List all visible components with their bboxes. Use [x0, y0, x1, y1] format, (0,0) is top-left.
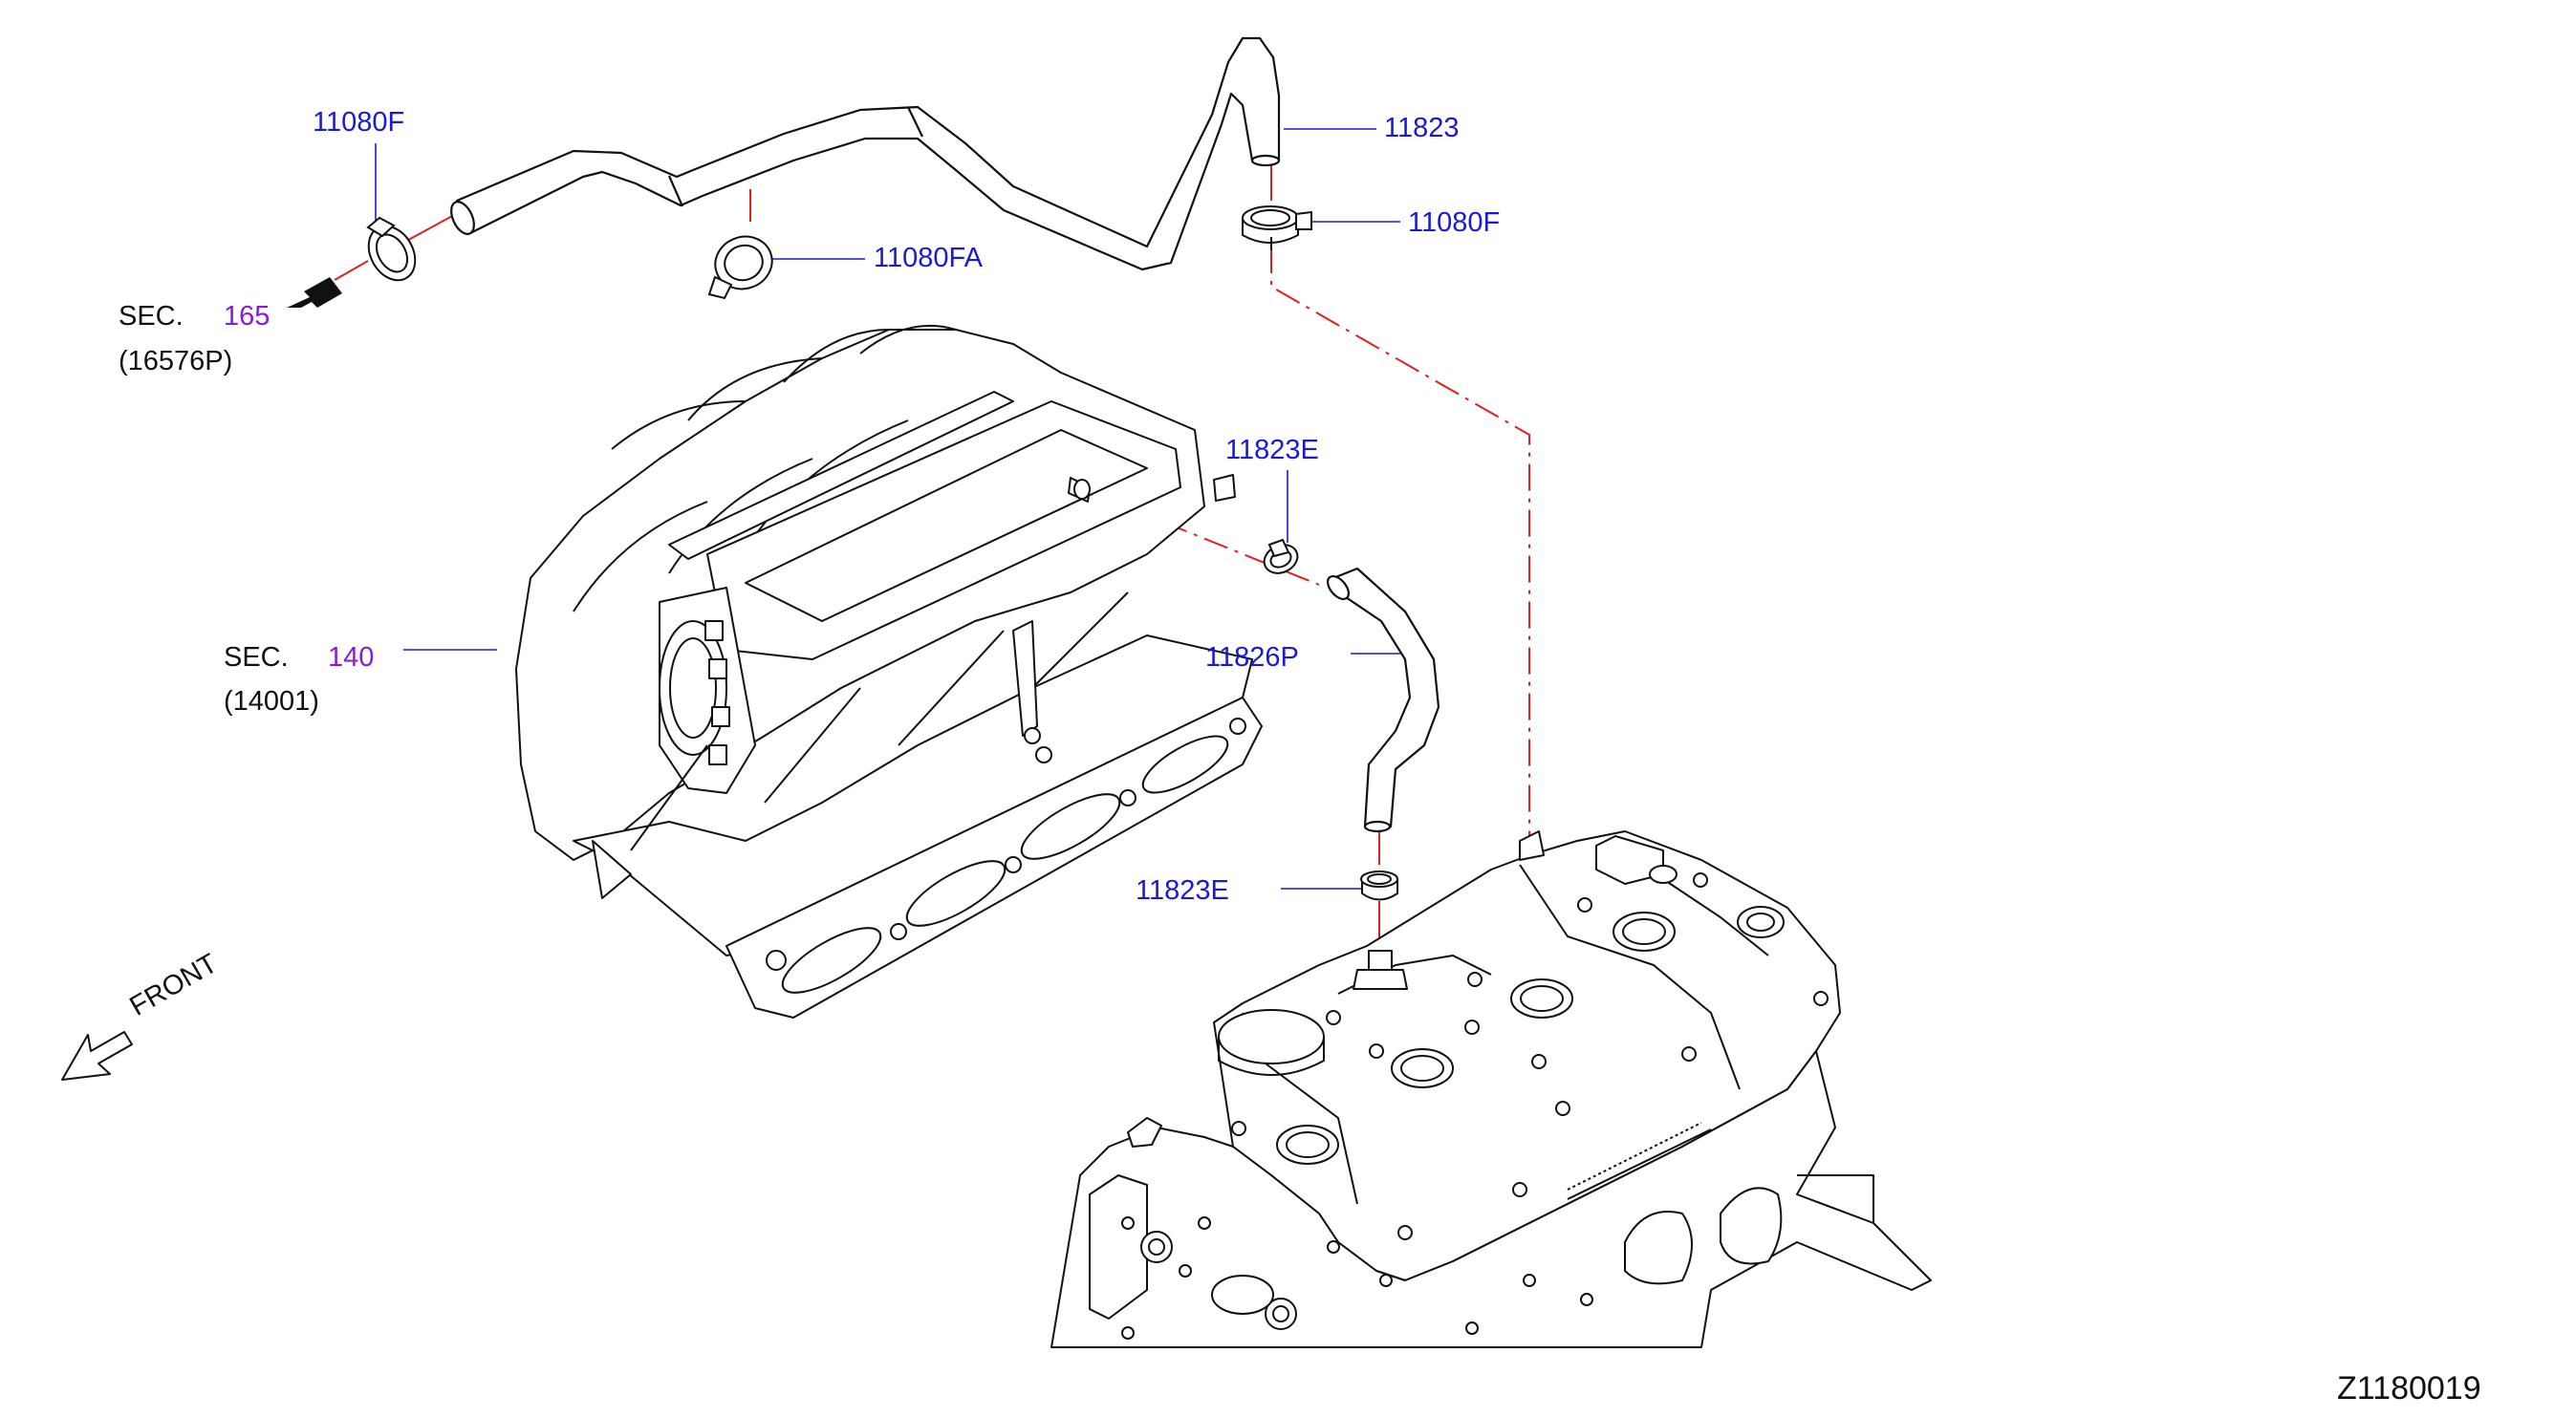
clamp-11080f-right[interactable] — [1242, 205, 1312, 250]
callout-11080f-right[interactable]: 11080F — [1408, 207, 1501, 238]
diagram-id: Z1180019 — [2337, 1370, 2481, 1407]
cylinder-head[interactable] — [1050, 830, 1932, 1348]
sec140-number-link[interactable]: 140 — [328, 642, 375, 673]
front-arrow-icon — [61, 1031, 133, 1081]
sec165-prefix: SEC. — [119, 301, 184, 332]
clamp-11080fa[interactable] — [707, 228, 780, 300]
callout-11823e-lower[interactable]: 11823E — [1136, 875, 1229, 906]
breather-hose-11823[interactable] — [446, 36, 1281, 271]
callout-11826p[interactable]: 11826P — [1205, 642, 1299, 673]
guide-line-11823-to-cover — [1270, 247, 1530, 841]
sec165-ref: (16576P) — [119, 346, 233, 376]
sec165-number-link[interactable]: 165 — [224, 301, 271, 332]
clamp-11823e-upper[interactable] — [1260, 538, 1302, 579]
sec165-arrow — [287, 277, 342, 308]
sec140-ref: (14001) — [224, 686, 319, 717]
callout-11080fa[interactable]: 11080FA — [874, 243, 983, 273]
callout-11823[interactable]: 11823 — [1384, 113, 1460, 143]
callout-11823e-upper[interactable]: 11823E — [1225, 435, 1319, 465]
clamp-11080f-left[interactable] — [359, 216, 424, 289]
callout-11080f-left[interactable]: 11080F — [313, 107, 405, 138]
guide-line-clamp-to-sec165 — [334, 260, 369, 281]
guide-line-hose-to-clamp — [400, 214, 455, 245]
clamp-11823e-lower[interactable] — [1360, 870, 1398, 901]
intake-manifold[interactable] — [515, 324, 1263, 1019]
hose-11826p[interactable] — [1324, 567, 1440, 833]
sec140-prefix: SEC. — [224, 642, 289, 673]
